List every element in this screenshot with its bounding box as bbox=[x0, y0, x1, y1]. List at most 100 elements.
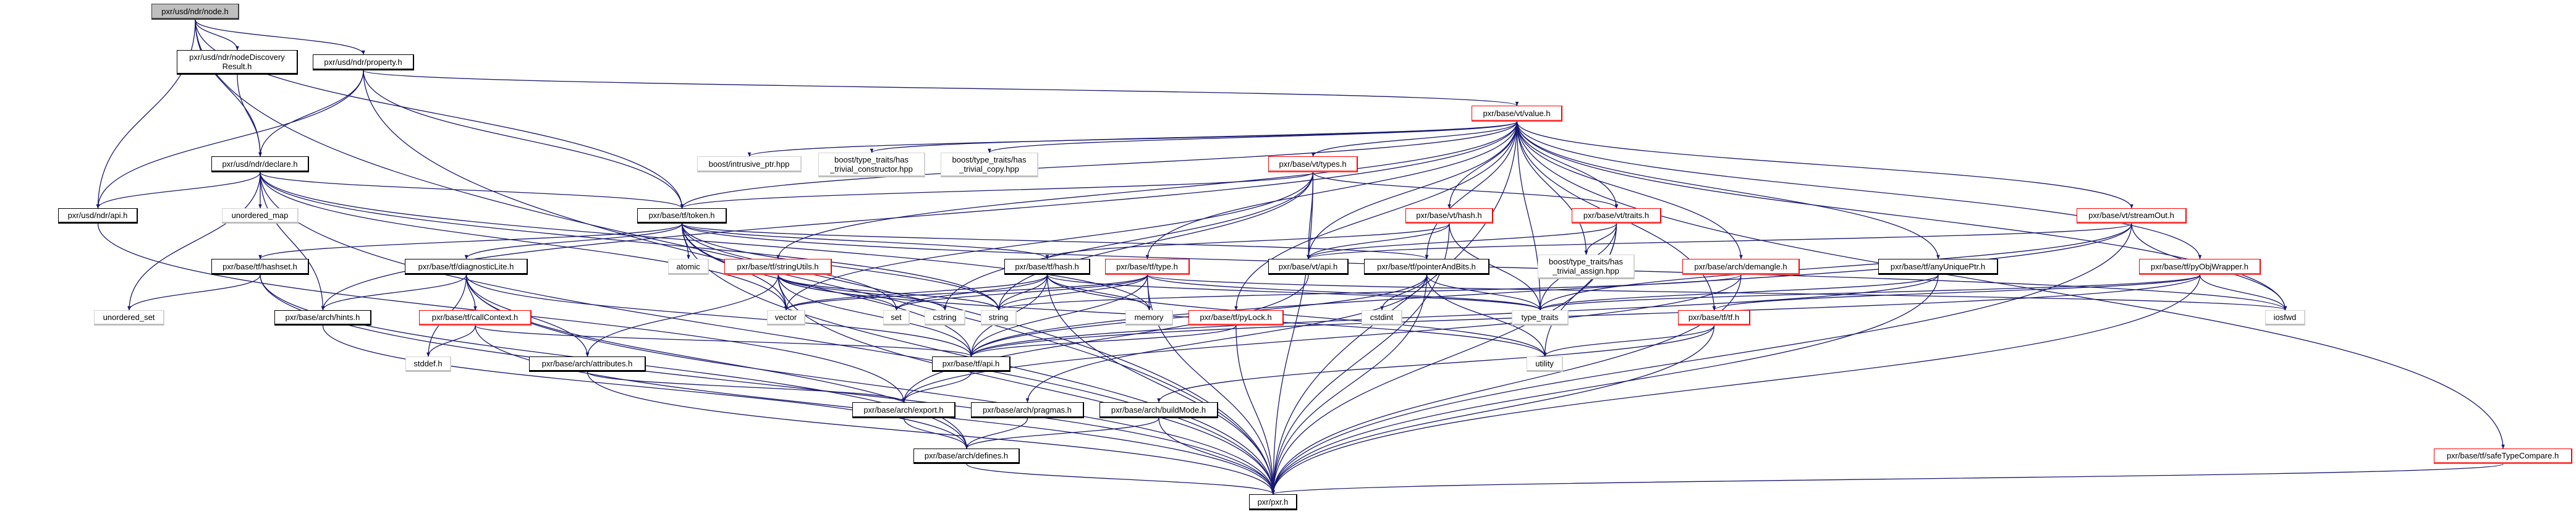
edge-pyobj-to-tf-api bbox=[969, 274, 2201, 357]
graph-node-hashset[interactable]: pxr/base/tf/hashset.h bbox=[211, 259, 309, 275]
edge-demangle-to-string bbox=[997, 274, 1742, 311]
graph-node-stringutils[interactable]: pxr/base/tf/stringUtils.h bbox=[724, 259, 832, 275]
edge-demangle-to-pxr bbox=[1271, 274, 1742, 495]
graph-node-diaglite[interactable]: pxr/base/tf/diagnosticLite.h bbox=[405, 259, 528, 275]
graph-node-string: string bbox=[981, 310, 1017, 326]
graph-node-unordered-set: unordered_set bbox=[94, 310, 164, 326]
graph-node-iosfwd: iosfwd bbox=[2265, 310, 2305, 326]
graph-node-pylock[interactable]: pxr/base/tf/pyLock.h bbox=[1188, 310, 1284, 326]
edge-node-to-declare bbox=[195, 19, 262, 157]
graph-node-declare[interactable]: pxr/usd/ndr/declare.h bbox=[211, 156, 309, 172]
edge-attributes-to-export bbox=[587, 371, 906, 403]
graph-node-safetype[interactable]: pxr/base/tf/safeTypeCompare.h bbox=[2434, 449, 2572, 464]
edge-declare-to-hints bbox=[260, 172, 325, 311]
graph-node-tf-tf[interactable]: pxr/base/tf/tf.h bbox=[1678, 310, 1750, 326]
graph-node-set: set bbox=[883, 310, 910, 326]
edge-anyunique-to-type-traits bbox=[1538, 274, 1939, 311]
graph-node-pyobj[interactable]: pxr/base/tf/pyObjWrapper.h bbox=[2139, 259, 2261, 275]
edge-tf-type-to-type-traits bbox=[1146, 274, 1542, 311]
edge-tf-hash-to-memory bbox=[1046, 274, 1151, 311]
edge-token-to-hashset bbox=[258, 223, 683, 259]
edge-ptrbits-to-utility bbox=[1426, 274, 1547, 357]
edge-vt-hash-to-type-traits bbox=[1449, 223, 1542, 311]
edge-pragmas-to-defines bbox=[965, 418, 1028, 449]
edge-anyunique-to-tf-api bbox=[969, 274, 1939, 357]
graph-node-cstdint: cstdint bbox=[1362, 310, 1402, 326]
edge-stringutils-to-cstring bbox=[777, 274, 947, 311]
edge-property-to-ndr-api bbox=[96, 70, 364, 209]
edge-stringutils-to-pxr bbox=[777, 274, 1275, 495]
graph-node-types[interactable]: pxr/base/vt/types.h bbox=[1268, 156, 1358, 172]
edge-value-to-has-assign bbox=[1516, 121, 1588, 255]
edge-diaglite-to-hints bbox=[321, 274, 467, 311]
graph-node-defines[interactable]: pxr/base/arch/defines.h bbox=[913, 449, 1020, 464]
graph-node-property[interactable]: pxr/usd/ndr/property.h bbox=[313, 54, 414, 70]
edge-types-to-vt-traits bbox=[1312, 172, 1619, 209]
edge-value-to-stringutils bbox=[776, 121, 1518, 259]
edge-tf-hash-to-vector bbox=[784, 274, 1048, 311]
graph-node-callcontext[interactable]: pxr/base/tf/callContext.h bbox=[419, 310, 532, 326]
graph-node-ndr-disc[interactable]: pxr/usd/ndr/nodeDiscovery Result.h bbox=[177, 50, 298, 75]
graph-node-vt-hash[interactable]: pxr/base/vt/hash.h bbox=[1405, 208, 1493, 224]
edge-export-to-defines bbox=[903, 418, 968, 449]
edge-buildmode-to-pxr bbox=[1158, 418, 1275, 495]
graph-node-vt-api[interactable]: pxr/base/vt/api.h bbox=[1268, 259, 1349, 275]
edge-types-to-pxr bbox=[1271, 172, 1314, 495]
edge-value-to-demangle bbox=[1516, 121, 1743, 259]
graph-node-ndr-api[interactable]: pxr/usd/ndr/api.h bbox=[58, 208, 138, 224]
graph-node-demangle[interactable]: pxr/base/arch/demangle.h bbox=[1682, 259, 1800, 275]
edge-value-to-pxr bbox=[1271, 121, 1518, 495]
graph-node-buildmode[interactable]: pxr/base/arch/buildMode.h bbox=[1099, 402, 1218, 418]
edge-declare-to-vector bbox=[260, 172, 788, 311]
edge-value-to-vt-hash bbox=[1447, 121, 1518, 209]
edge-declare-to-unordered-set bbox=[127, 172, 261, 311]
graph-node-tf-type[interactable]: pxr/base/tf/type.h bbox=[1105, 259, 1190, 275]
graph-node-ptrbits[interactable]: pxr/base/tf/pointerAndBits.h bbox=[1364, 259, 1489, 275]
edge-streamout-to-vt-api bbox=[1307, 223, 2132, 259]
edge-diaglite-to-tf-api bbox=[465, 274, 973, 357]
graph-node-tf-api[interactable]: pxr/base/tf/api.h bbox=[932, 356, 1010, 372]
edge-property-to-token bbox=[363, 70, 684, 209]
graph-node-vt-traits[interactable]: pxr/base/vt/traits.h bbox=[1572, 208, 1661, 224]
edge-safetype-to-pxr bbox=[1271, 463, 2504, 495]
graph-node-anyunique[interactable]: pxr/base/tf/anyUniquePtr.h bbox=[1878, 259, 1998, 275]
edge-vt-traits-to-vt-api bbox=[1307, 223, 1617, 259]
edge-token-to-tf-api bbox=[681, 223, 973, 357]
edge-token-to-string bbox=[681, 223, 1001, 311]
edge-types-to-vector bbox=[784, 172, 1314, 311]
edge-vt-hash-to-tf-hash bbox=[1045, 223, 1450, 259]
graph-node-stddef: stddef.h bbox=[405, 356, 451, 372]
edge-demangle-to-export bbox=[902, 274, 1742, 403]
graph-node-node: pxr/usd/ndr/node.h bbox=[151, 4, 239, 20]
edge-stringutils-to-tf-api bbox=[777, 274, 973, 357]
edge-tf-type-to-pxr bbox=[1146, 274, 1275, 495]
graph-node-has-assign: boost/type_traits/has _trivial_assign.hp… bbox=[1538, 255, 1635, 279]
edge-callcontext-to-tf-api bbox=[475, 325, 973, 357]
edge-types-to-cstring bbox=[943, 172, 1314, 311]
graph-node-tf-hash[interactable]: pxr/base/tf/hash.h bbox=[1004, 259, 1090, 275]
graph-node-atomic: atomic bbox=[668, 259, 709, 275]
edge-ptrbits-to-pxr bbox=[1271, 274, 1428, 495]
edge-ptrbits-to-type-traits bbox=[1426, 274, 1542, 311]
edge-callcontext-to-stddef bbox=[426, 325, 476, 357]
edge-hints-to-defines bbox=[322, 325, 968, 449]
graph-node-has-ctor: boost/type_traits/has _trivial_construct… bbox=[818, 153, 925, 177]
edge-stringutils-to-string bbox=[777, 274, 1001, 311]
graph-node-streamout[interactable]: pxr/base/vt/streamOut.h bbox=[2077, 208, 2187, 224]
edge-types-to-token bbox=[680, 172, 1314, 209]
graph-node-pragmas[interactable]: pxr/base/arch/pragmas.h bbox=[971, 402, 1084, 418]
graph-node-value[interactable]: pxr/base/vt/value.h bbox=[1472, 106, 1562, 122]
graph-node-hints[interactable]: pxr/base/arch/hints.h bbox=[274, 310, 371, 326]
graph-node-export[interactable]: pxr/base/arch/export.h bbox=[852, 402, 955, 418]
edge-property-to-value bbox=[363, 70, 1519, 106]
graph-node-token[interactable]: pxr/base/tf/token.h bbox=[637, 208, 727, 224]
graph-node-pxr[interactable]: pxr/pxr.h bbox=[1249, 494, 1297, 510]
edge-node-to-token bbox=[195, 19, 684, 209]
edge-tf-type-to-string bbox=[997, 274, 1148, 311]
edge-value-to-types bbox=[1311, 121, 1518, 157]
edge-value-to-safetype bbox=[1516, 121, 2505, 449]
edge-stringutils-to-attributes bbox=[585, 274, 779, 357]
graph-node-attributes[interactable]: pxr/base/arch/attributes.h bbox=[529, 356, 646, 372]
